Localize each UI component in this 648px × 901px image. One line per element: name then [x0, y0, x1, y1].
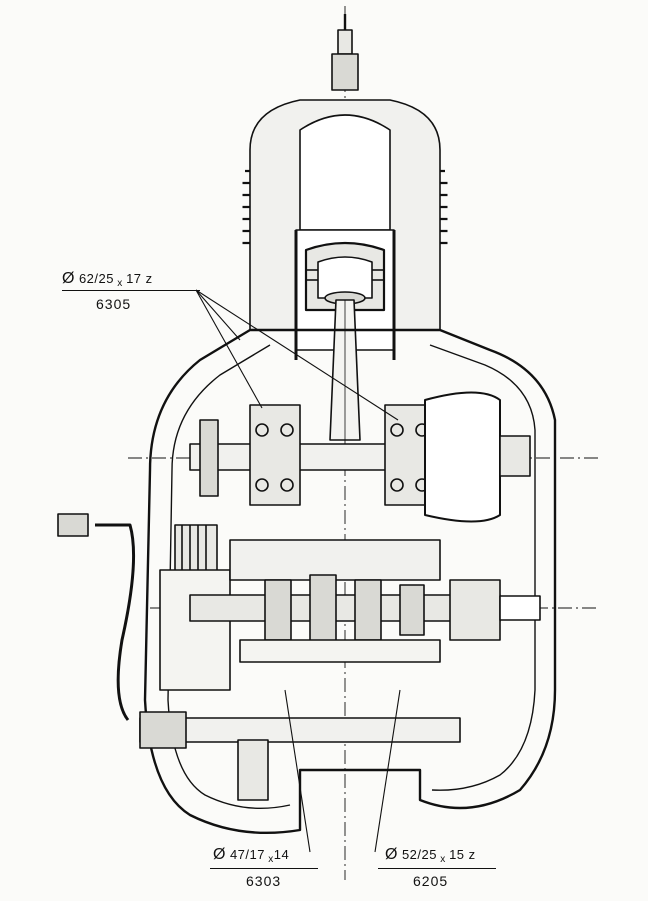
callout-rule — [210, 868, 318, 870]
seal-suffix: z — [468, 847, 476, 862]
outer-diameter: 62 — [78, 271, 95, 286]
callout-code-box: 6303 — [246, 873, 281, 889]
bearing-code: 6303 — [246, 873, 282, 889]
callout-rule — [378, 868, 496, 870]
bearing-code: 6205 — [413, 873, 449, 889]
inner-diameter: 17 — [249, 847, 266, 862]
outer-diameter: 52 — [401, 847, 418, 862]
leader-lines — [195, 289, 401, 853]
kickstart — [57, 513, 461, 801]
seal-suffix: z — [145, 271, 153, 286]
gearbox — [189, 539, 541, 663]
callout-rule — [62, 290, 200, 292]
inner-diameter: 25 — [98, 271, 115, 286]
connecting-rod — [329, 299, 361, 441]
outer-diameter: 47 — [229, 847, 246, 862]
diameter-symbol: Ø — [62, 270, 75, 287]
bearing-width: 14 — [273, 847, 290, 862]
callout-code-box: 6305 — [96, 296, 131, 312]
bearing-width: 17 — [126, 271, 142, 286]
spark-plug — [331, 14, 359, 91]
inner-diameter: 25 — [421, 847, 438, 862]
bearing-code: 6305 — [96, 296, 132, 312]
clutch-pack — [159, 524, 231, 691]
diameter-symbol: Ø — [213, 846, 226, 863]
diameter-symbol: Ø — [385, 846, 398, 863]
piston — [304, 241, 386, 312]
flywheel-magneto — [424, 391, 531, 523]
bearing-width: 15 — [449, 847, 465, 862]
callout-code-box: 6205 — [413, 873, 448, 889]
